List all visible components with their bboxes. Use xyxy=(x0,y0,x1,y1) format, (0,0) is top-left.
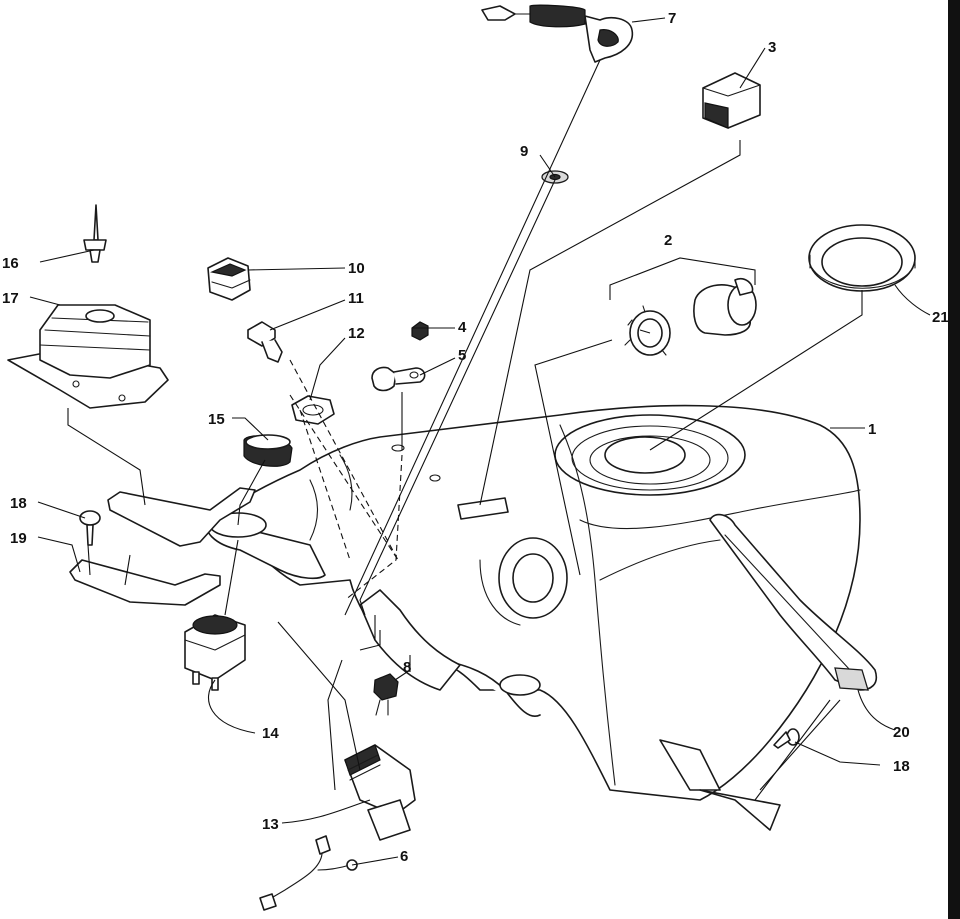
tether-switch-part xyxy=(481,4,634,63)
fuel-cap-assembly-part xyxy=(624,277,757,356)
rivet-part xyxy=(83,204,107,263)
leader-lines xyxy=(29,17,931,866)
ignition-cap-part xyxy=(207,257,251,301)
callout-9: 9 xyxy=(520,143,528,160)
callout-18-right: 18 xyxy=(893,758,910,775)
callout-7: 7 xyxy=(668,10,676,27)
callout-20: 20 xyxy=(893,724,910,741)
console-cover-part xyxy=(206,404,861,831)
callout-13: 13 xyxy=(262,816,279,833)
callout-21: 21 xyxy=(932,309,949,326)
ignition-nut-part xyxy=(291,395,335,425)
nut-part xyxy=(411,321,429,341)
callout-10: 10 xyxy=(348,260,365,277)
callout-14: 14 xyxy=(262,725,279,742)
callout-2: 2 xyxy=(664,232,672,249)
callout-4: 4 xyxy=(458,319,467,336)
callout-labels: 1 2 3 4 5 6 7 8 9 10 11 12 13 14 15 16 1… xyxy=(2,10,949,865)
callout-17: 17 xyxy=(2,290,19,307)
callout-5: 5 xyxy=(458,347,466,364)
switch-part xyxy=(702,72,761,129)
callout-19: 19 xyxy=(10,530,27,547)
ignition-switch-part xyxy=(184,614,246,691)
screw-part-left xyxy=(79,510,101,546)
small-switch-part xyxy=(373,673,399,716)
callout-1: 1 xyxy=(868,421,876,438)
shift-boot-part xyxy=(7,304,169,409)
power-socket-part xyxy=(344,744,416,841)
callout-3: 3 xyxy=(768,39,776,56)
callout-6: 6 xyxy=(400,848,408,865)
callout-15: 15 xyxy=(208,411,225,428)
callout-18-left: 18 xyxy=(10,495,27,512)
wire-harness-part xyxy=(259,835,358,911)
callout-16: 16 xyxy=(2,255,19,272)
seal-ring-part xyxy=(243,434,293,467)
tether-cap-part xyxy=(371,366,426,392)
callout-12: 12 xyxy=(348,325,365,342)
lock-ring-part xyxy=(808,224,916,292)
key-part xyxy=(247,321,283,363)
callout-8: 8 xyxy=(403,659,411,676)
callout-11: 11 xyxy=(348,290,364,307)
screw-part-right xyxy=(773,728,800,749)
right-edge-bar xyxy=(948,0,960,919)
side-trim-strip-part xyxy=(709,513,878,691)
